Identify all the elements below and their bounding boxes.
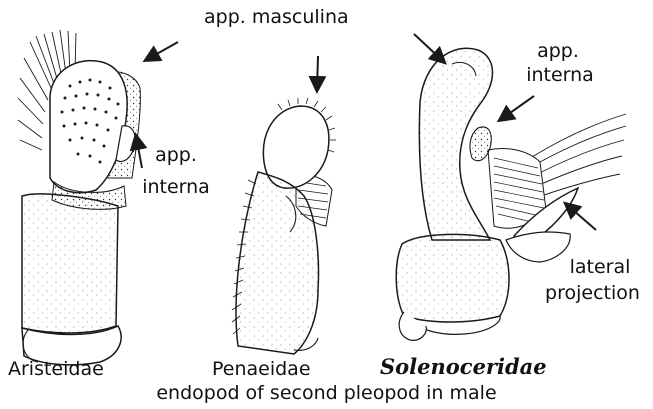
arrow-masculina-solenoceridae <box>414 34 444 62</box>
label-family-solenoceridae: Solenoceridae <box>380 356 547 378</box>
arrow-masculina-aristeidae <box>146 42 178 60</box>
aristeidae-protopod <box>22 194 118 333</box>
penaeidae-protopod <box>236 172 318 354</box>
arrow-interna-aristeidae <box>136 136 142 168</box>
label-lateral-projection-line2: projection <box>534 282 651 304</box>
label-app-interna-aristeidae-line2: interna <box>136 176 216 198</box>
label-family-aristeidae: Aristeidae <box>8 358 104 380</box>
label-app-interna-solenoceridae-line2: interna <box>520 64 600 86</box>
label-app-interna-solenoceridae-line1: app. <box>528 40 588 62</box>
arrow-interna-solenoceridae <box>500 96 534 120</box>
penaeidae-drawing <box>232 98 336 354</box>
figure-caption: endopod of second pleopod in male <box>100 382 553 404</box>
aristeidae-drawing <box>18 30 140 365</box>
label-app-masculina: app. masculina <box>204 6 349 28</box>
solenoceridae-protopod <box>396 234 509 322</box>
label-family-penaeidae: Penaeidae <box>212 358 311 380</box>
label-lateral-projection-line1: lateral <box>550 256 650 278</box>
arrow-masculina-penaeidae <box>317 56 318 90</box>
label-app-interna-aristeidae-line1: app. <box>146 144 206 166</box>
arrow-lateral-projection <box>566 204 596 230</box>
